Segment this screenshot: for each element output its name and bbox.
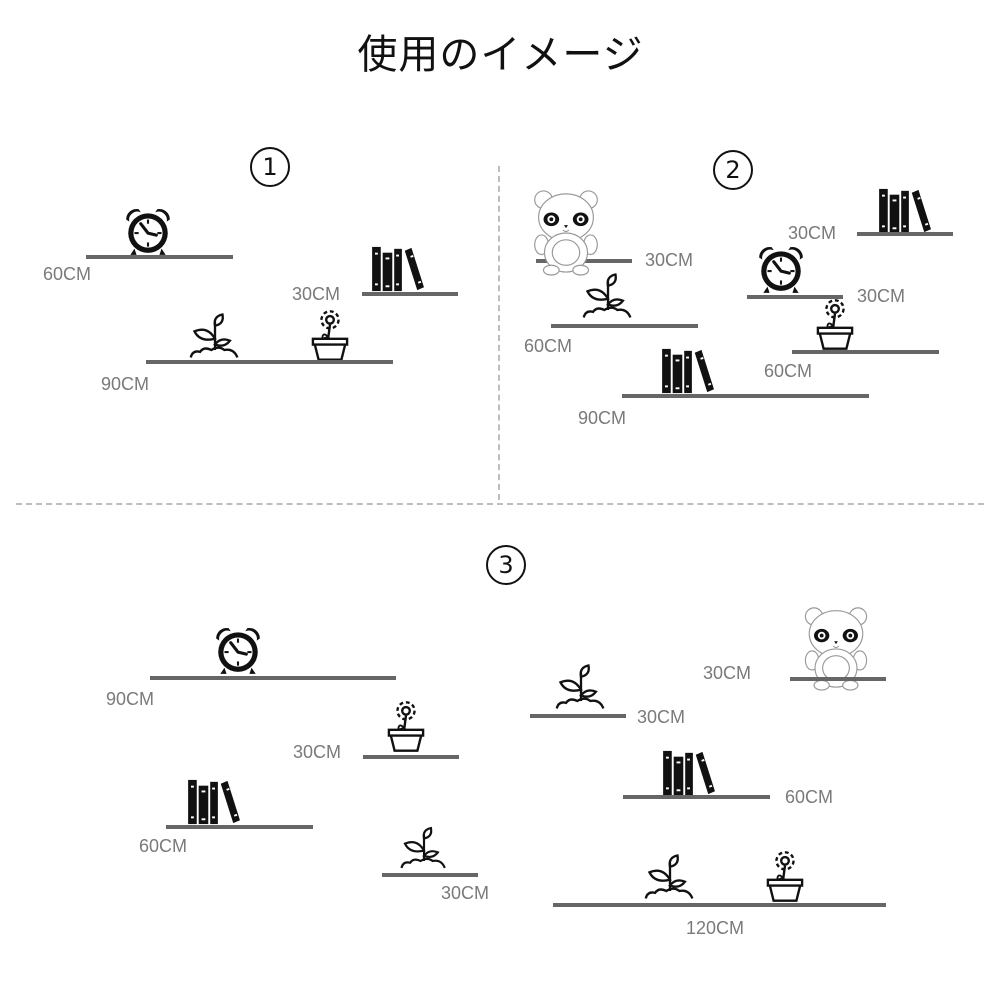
shelf-label: 60CM	[764, 361, 813, 381]
section-number: 3	[486, 545, 526, 585]
alarm-clock-icon	[755, 243, 807, 295]
books-icon	[184, 778, 246, 826]
shelf	[792, 350, 939, 354]
shelf	[86, 255, 233, 259]
shelf	[362, 292, 458, 296]
shelf	[146, 360, 393, 364]
flower-pot-icon	[311, 308, 349, 362]
shelf-label: 60CM	[524, 336, 573, 356]
shelf	[553, 903, 886, 907]
books-icon	[875, 187, 937, 235]
shelf-label: 120CM	[686, 918, 745, 938]
shelf-label: 30CM	[441, 883, 490, 903]
shelf-label: 30CM	[645, 250, 694, 270]
shelf	[623, 795, 770, 799]
horizontal-divider	[16, 503, 984, 505]
shelf-label: 90CM	[106, 689, 155, 709]
shelf	[382, 873, 478, 877]
shelf	[747, 295, 843, 299]
shelf	[363, 755, 459, 759]
shelf-label: 30CM	[788, 223, 837, 243]
section-number: 1	[250, 147, 290, 187]
shelf-label: 60CM	[139, 836, 188, 856]
page-title: 使用のイメージ	[357, 32, 644, 78]
sprout-icon	[187, 311, 243, 361]
shelf-label: 30CM	[292, 284, 341, 304]
shelf-label: 90CM	[578, 408, 627, 428]
shelf	[551, 324, 698, 328]
shelf	[150, 676, 396, 680]
shelf-label: 30CM	[293, 742, 342, 762]
alarm-clock-icon	[212, 624, 264, 676]
shelf	[622, 394, 869, 398]
flower-pot-icon	[816, 297, 854, 351]
shelf-label: 30CM	[857, 286, 906, 306]
books-icon	[659, 749, 721, 797]
shelf-label: 30CM	[703, 663, 752, 683]
shelf	[790, 677, 886, 681]
books-icon	[658, 347, 720, 395]
shelf-label: 30CM	[637, 707, 686, 727]
shelf-label: 60CM	[785, 787, 834, 807]
sprout-icon	[553, 662, 609, 712]
sprout-icon	[398, 823, 450, 873]
vertical-divider	[498, 166, 500, 500]
shelf-label: 60CM	[43, 264, 92, 284]
shelf	[530, 714, 626, 718]
flower-pot-icon	[766, 849, 804, 903]
shelf	[857, 232, 953, 236]
books-icon	[368, 245, 430, 293]
shelf	[166, 825, 313, 829]
flower-pot-icon	[387, 697, 425, 755]
sprout-icon	[580, 271, 636, 321]
shelf-label: 90CM	[101, 374, 150, 394]
panda-icon	[531, 188, 601, 276]
alarm-clock-icon	[122, 205, 174, 257]
section-number: 2	[713, 150, 753, 190]
sprout-icon	[642, 852, 698, 902]
